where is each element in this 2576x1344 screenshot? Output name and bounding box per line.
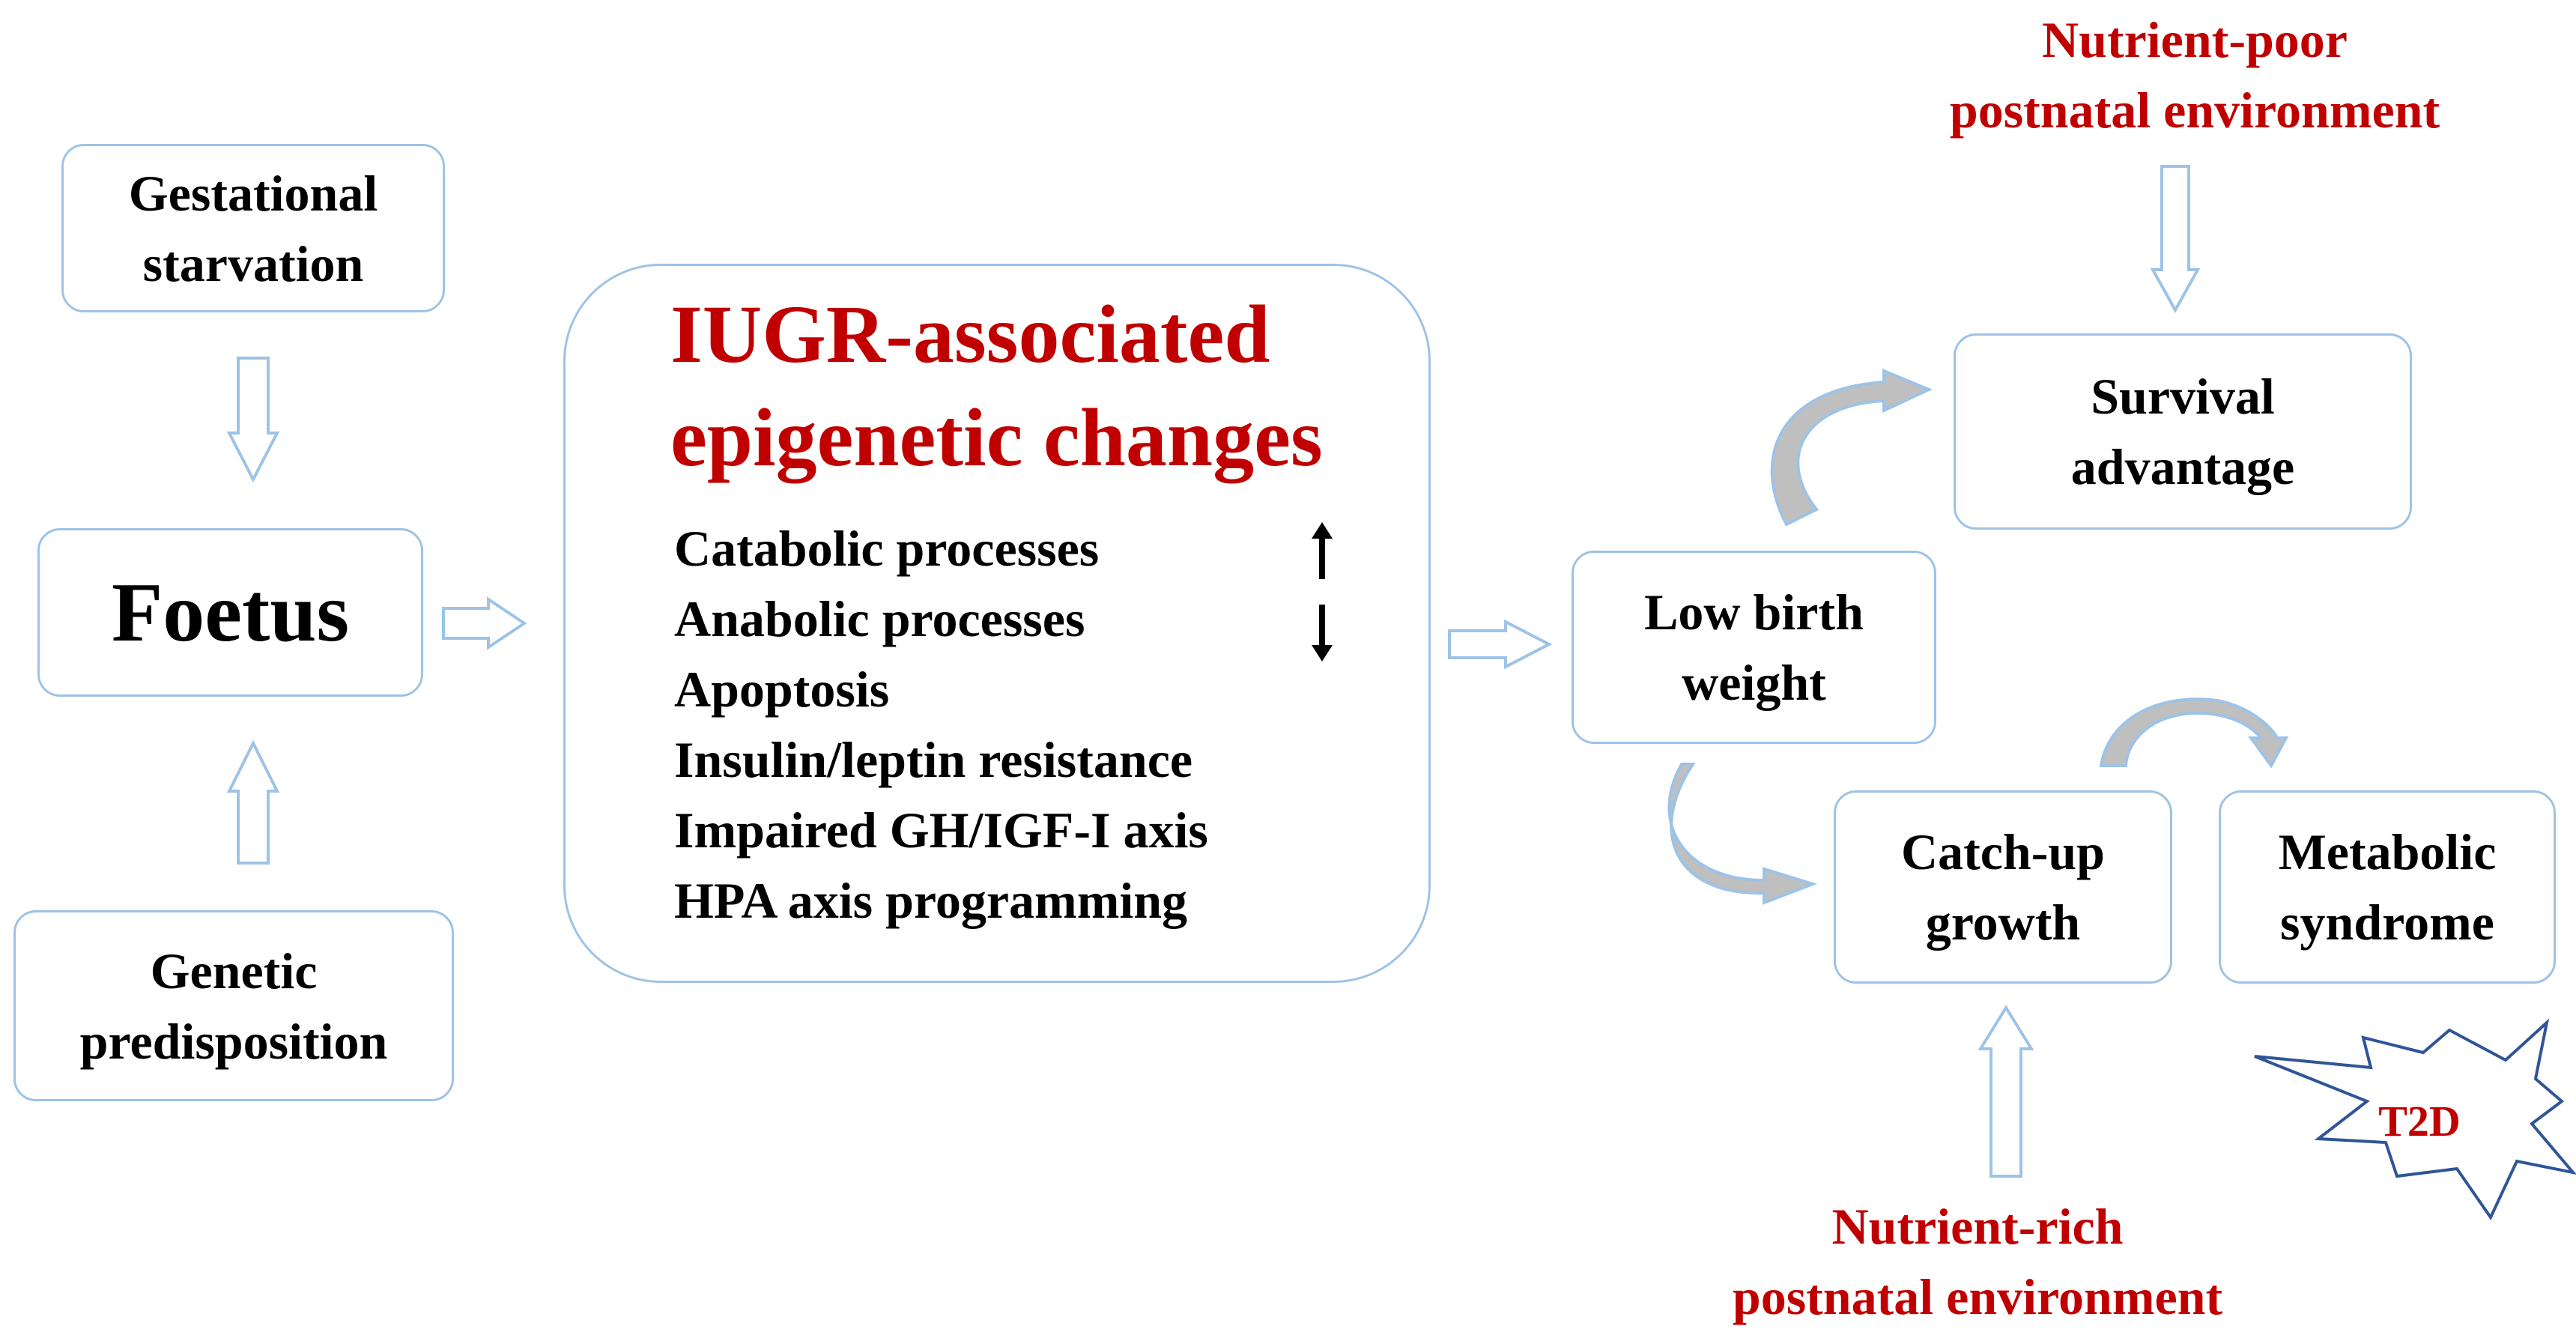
curved-arrow-to-survival — [1770, 369, 1933, 527]
gestational-starvation-line1: Gestational — [128, 164, 378, 222]
iugr-item-gh-igf: Impaired GH/IGF-I axis — [674, 802, 1208, 859]
arrow-genetic-to-foetus — [226, 739, 280, 865]
arrow-iugr-to-low-birth-weight — [1448, 619, 1553, 670]
curved-arrow-to-metabolic — [2099, 697, 2289, 769]
arrow-gestational-to-foetus — [226, 357, 280, 483]
genetic-predisposition-box: Genetic predisposition — [13, 910, 454, 1101]
low-birth-weight-box: Low birth weight — [1572, 551, 1936, 744]
arrow-nutrient-rich-to-catch-up — [1978, 1005, 2034, 1178]
iugr-epigenetic-box: IUGR-associated epigenetic changes Catab… — [563, 264, 1431, 983]
genetic-predisposition-line1: Genetic — [150, 942, 318, 999]
genetic-predisposition-line2: predisposition — [79, 1012, 388, 1070]
arrow-foetus-to-iugr — [442, 596, 527, 650]
nutrient-poor-line2: postnatal environment — [1949, 82, 2440, 139]
iugr-item-insulin-leptin: Insulin/leptin resistance — [674, 731, 1193, 788]
iugr-item-anabolic: Anabolic processes — [674, 590, 1085, 647]
survival-advantage-line1: Survival — [2091, 368, 2275, 425]
nutrient-poor-label: Nutrient-poor postnatal environment — [1873, 4, 2517, 145]
iugr-item-catabolic: Catabolic processes — [674, 520, 1100, 577]
catch-up-growth-line1: Catch-up — [1900, 823, 2106, 880]
nutrient-rich-label: Nutrient-rich postnatal environment — [1655, 1191, 2300, 1332]
foetus-label: Foetus — [111, 566, 350, 659]
arrow-nutrient-poor-to-survival — [2150, 165, 2201, 314]
t2d-star-shape — [2254, 1018, 2576, 1221]
catch-up-growth-line2: growth — [1925, 894, 2081, 951]
foetus-box: Foetus — [37, 528, 423, 697]
metabolic-syndrome-line2: syndrome — [2280, 894, 2494, 951]
low-birth-weight-line1: Low birth — [1644, 584, 1864, 641]
down-arrow-icon — [1312, 605, 1333, 662]
survival-advantage-box: Survival advantage — [1954, 333, 2412, 530]
iugr-title-line2: epigenetic changes — [670, 392, 1323, 483]
metabolic-syndrome-box: Metabolic syndrome — [2219, 790, 2556, 984]
up-arrow-icon — [1312, 522, 1333, 579]
gestational-starvation-box: Gestational starvation — [61, 144, 445, 312]
iugr-title: IUGR-associated epigenetic changes — [670, 282, 1404, 489]
t2d-label: T2D — [2378, 1097, 2461, 1145]
catch-up-growth-box: Catch-up growth — [1834, 790, 2172, 984]
survival-advantage-line2: advantage — [2070, 438, 2295, 495]
iugr-item-hpa: HPA axis programming — [674, 872, 1188, 929]
metabolic-syndrome-line1: Metabolic — [2278, 823, 2497, 880]
nutrient-rich-line2: postnatal environment — [1732, 1268, 2223, 1325]
gestational-starvation-line2: starvation — [142, 234, 364, 292]
iugr-title-line1: IUGR-associated — [670, 288, 1270, 380]
nutrient-rich-line1: Nutrient-rich — [1831, 1198, 2124, 1255]
iugr-list: Catabolic processes Anabolic processes A… — [674, 513, 1423, 936]
curved-arrow-to-catch-up — [1667, 763, 1818, 905]
low-birth-weight-line2: weight — [1682, 654, 1826, 711]
nutrient-poor-line1: Nutrient-poor — [2042, 11, 2348, 68]
iugr-indicators — [1312, 522, 1333, 662]
iugr-item-apoptosis: Apoptosis — [674, 661, 890, 718]
